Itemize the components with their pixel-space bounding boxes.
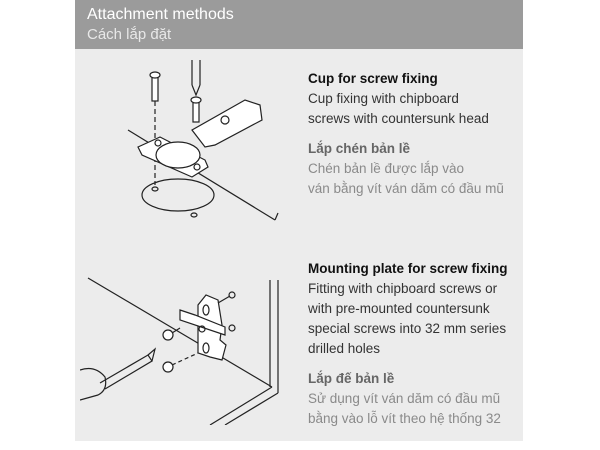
section-body-line: special screws into 32 mm series bbox=[308, 321, 507, 336]
section-body-line: Fitting with chipboard screws or bbox=[308, 281, 498, 296]
cup-screw-fixing-section: Cup for screw fixing Cup fixing with chi… bbox=[308, 69, 523, 199]
section-vn-line: Chén bản lề được lắp vào bbox=[308, 161, 464, 176]
section-body-line: drilled holes bbox=[308, 341, 381, 356]
section-vn-line: bằng vào lỗ vít theo hệ thống 32 bbox=[308, 411, 501, 426]
section-body-line: screws with countersunk head bbox=[308, 111, 489, 126]
section-vn-title: Lắp đế bản lề bbox=[308, 371, 395, 386]
section-title: Mounting plate for screw fixing bbox=[308, 261, 508, 276]
cup-screw-fixing-illustration bbox=[127, 60, 279, 221]
section-title: Cup for screw fixing bbox=[308, 71, 438, 86]
mounting-plate-illustration bbox=[80, 277, 279, 425]
section-body-line: with pre-mounted countersunk bbox=[308, 301, 490, 316]
section-vn-line: ván bằng vít ván dăm có đầu mũ bbox=[308, 181, 504, 196]
section-vn-title: Lắp chén bản lề bbox=[308, 141, 411, 156]
panel-header: Attachment methods Cách lắp đặt bbox=[75, 0, 523, 49]
attachment-methods-panel: Attachment methods Cách lắp đặt Cup for … bbox=[75, 0, 523, 441]
mounting-plate-section: Mounting plate for screw fixing Fitting … bbox=[308, 259, 523, 429]
header-title: Attachment methods bbox=[87, 6, 234, 23]
section-body-line: Cup fixing with chipboard bbox=[308, 91, 459, 106]
header-subtitle: Cách lắp đặt bbox=[87, 26, 172, 43]
section-vn-line: Sử dụng vít ván dăm có đầu mũ bbox=[308, 391, 501, 406]
